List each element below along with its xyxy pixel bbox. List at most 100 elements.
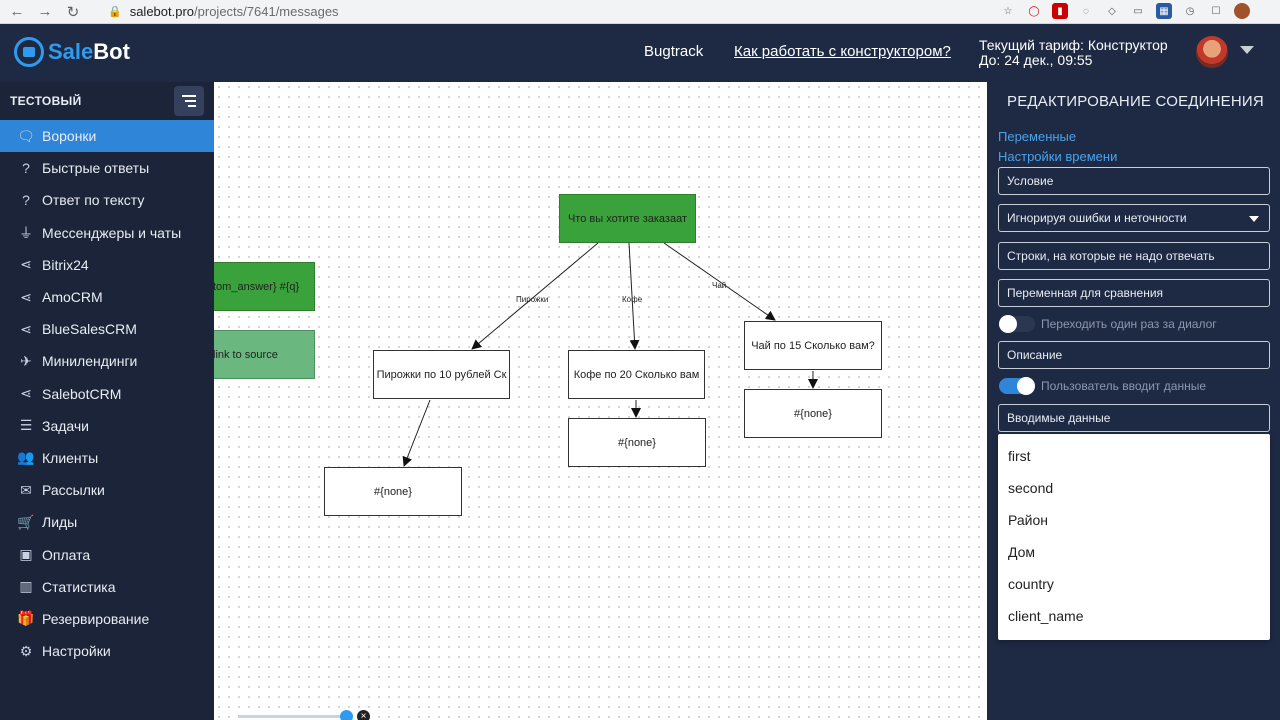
edge-coffee[interactable]	[628, 242, 640, 350]
zoom-slider-track[interactable]	[238, 715, 348, 718]
sidebar-item[interactable]: 👥Клиенты	[0, 442, 214, 474]
sidebar-item-label: Ответ по тексту	[42, 192, 145, 209]
node-none-pies[interactable]: #{none}	[324, 467, 462, 516]
dropdown-option[interactable]: second	[1008, 480, 1054, 496]
app-header: SaleBot Bugtrack Как работать с конструк…	[0, 24, 1280, 82]
node-root[interactable]: Что вы хотите заказаат	[559, 194, 696, 243]
sidebar-header: ТЕСТОВЫЙ	[0, 82, 214, 120]
sidebar-item[interactable]: ⋖SalebotCRM	[0, 378, 214, 410]
pdf-extension-icon[interactable]: ▮	[1052, 3, 1068, 19]
clock-extension-icon[interactable]: ◷	[1185, 5, 1195, 17]
sidebar-item[interactable]: ⋖ AmoCRM	[0, 281, 214, 313]
sidebar-toggle-button[interactable]	[174, 86, 204, 116]
description-field[interactable]: Описание	[998, 341, 1270, 369]
profile-extension-icon[interactable]	[1234, 3, 1250, 19]
share-icon: ⋖	[20, 288, 32, 305]
edge-label-coffee: Кофе	[622, 295, 643, 304]
chat-icon: 🗨	[17, 127, 35, 144]
sidebar-item[interactable]: ▣Оплата	[0, 538, 214, 570]
sidebar-item[interactable]: 🗨Воронки	[0, 120, 214, 153]
plug-icon: ⏚	[19, 224, 33, 241]
sidebar-item-label: SalebotCRM	[42, 385, 122, 402]
sidebar-item[interactable]: ⏚ Мессенджеры и чаты	[0, 217, 214, 249]
sidebar-item[interactable]: ? Ответ по тексту	[0, 184, 214, 216]
star-icon[interactable]: ☆	[1003, 5, 1013, 17]
node-coffee[interactable]: Кофе по 20 Сколько вам	[568, 350, 705, 399]
zoom-slider-handle[interactable]	[340, 710, 353, 720]
chevron-down-icon[interactable]	[1240, 46, 1254, 54]
sidebar-item[interactable]: ✉Рассылки	[0, 474, 214, 506]
address-bar[interactable]: 🔒 salebot.pro/projects/7641/messages	[108, 4, 339, 19]
close-icon[interactable]: ×	[357, 710, 370, 720]
url-host: salebot.pro	[129, 4, 195, 19]
node-link-source[interactable]: link to source	[214, 330, 315, 379]
user-input-label: Пользователь вводит данные	[1041, 379, 1206, 393]
sidebar-item-label: Клиенты	[42, 449, 99, 466]
question-icon: ?	[22, 192, 30, 209]
sidebar-item[interactable]: ⋖ BlueSalesCRM	[0, 313, 214, 345]
match-mode-select[interactable]: Игнорируя ошибки и неточности	[998, 204, 1270, 232]
user-input-toggle[interactable]	[999, 377, 1035, 395]
dropdown-option[interactable]: Район	[1008, 512, 1048, 528]
shield-extension-icon[interactable]: ◇	[1108, 5, 1116, 17]
plane-icon: ✈	[20, 352, 32, 369]
tariff-expiry: До: 24 дек., 09:55	[979, 52, 1093, 68]
wifi-extension-icon[interactable]: ◌	[1083, 5, 1089, 17]
node-tea[interactable]: Чай по 15 Сколько вам?	[744, 321, 882, 370]
condition-field[interactable]: Условие	[998, 167, 1270, 195]
avatar[interactable]	[1196, 36, 1228, 68]
back-icon[interactable]: ←	[9, 3, 25, 20]
edge-tea[interactable]	[663, 242, 776, 321]
sidebar-item[interactable]: ?Быстрые ответы	[0, 152, 214, 184]
edge-pies[interactable]	[471, 242, 599, 350]
opera-icon[interactable]: ◯	[1028, 5, 1040, 17]
question-icon: ?	[22, 160, 30, 177]
how-to-link[interactable]: Как работать с конструктором?	[734, 43, 951, 60]
ignore-lines-field[interactable]: Строки, на которые не надо отвечать	[998, 242, 1270, 270]
gift-icon: 🎁	[17, 610, 35, 627]
translate-extension-icon[interactable]: ▭	[1133, 5, 1143, 17]
once-per-dialog-toggle[interactable]	[999, 315, 1035, 333]
chart-icon: ▥	[19, 578, 33, 595]
dropdown-option[interactable]: Дом	[1008, 544, 1036, 560]
sidebar-item[interactable]: ⋖Bitrix24	[0, 249, 214, 281]
sidebar-item[interactable]: ☰Задачи	[0, 410, 214, 442]
share-icon: ⋖	[20, 320, 32, 337]
forward-icon[interactable]: →	[37, 3, 53, 20]
flow-canvas[interactable]: Пирожки Кофе Чай Что вы хотите заказаат …	[214, 82, 987, 720]
edge-pies-none[interactable]	[402, 399, 431, 467]
user-input-row: Пользователь вводит данные	[999, 377, 1206, 395]
time-settings-link[interactable]: Настройки времени	[998, 149, 1118, 164]
share-icon: ⋖	[20, 256, 32, 273]
checkbox-extension-icon[interactable]: ☐	[1211, 5, 1221, 17]
tariff-info: Текущий тариф: Конструктор До: 24 дек., …	[979, 38, 1168, 68]
sidebar-item-label: Задачи	[42, 417, 90, 434]
node-none-coffee[interactable]: #{none}	[568, 418, 706, 467]
reload-icon[interactable]: ↻	[66, 3, 80, 21]
extensions: ☆ ◯ ▮ ◌ ◇ ▭ ▦ ◷ ☐	[1000, 3, 1250, 19]
salebot-logo[interactable]: SaleBot	[14, 37, 130, 67]
node-pies[interactable]: Пирожки по 10 рублей Ск	[373, 350, 510, 399]
compare-variable-field[interactable]: Переменная для сравнения	[998, 279, 1270, 307]
dropdown-option[interactable]: client_name	[1008, 608, 1084, 624]
dropdown-option[interactable]: first	[1008, 448, 1031, 464]
sidebar-item-label: AmoCRM	[42, 289, 103, 306]
sidebar-item-label: Мессенджеры и чаты	[42, 224, 182, 241]
input-data-field[interactable]: Вводимые данные	[998, 404, 1270, 432]
sidebar-item-label: Оплата	[42, 546, 91, 563]
sidebar-item[interactable]: ⚙Настройки	[0, 635, 214, 667]
sidebar-item[interactable]: ✈Минилендинги	[0, 345, 214, 377]
variables-link[interactable]: Переменные	[998, 129, 1077, 144]
bugtrack-link[interactable]: Bugtrack	[644, 43, 704, 60]
sidebar-item-label: BlueSalesCRM	[42, 321, 137, 338]
robot-logo-icon	[14, 37, 44, 67]
sidebar-item[interactable]: 🎁Резервирование	[0, 603, 214, 635]
sidebar-item[interactable]: 🛒Лиды	[0, 506, 214, 538]
once-per-dialog-label: Переходить один раз за диалог	[1041, 317, 1217, 331]
node-none-tea[interactable]: #{none}	[744, 389, 882, 438]
sidebar-item[interactable]: ▥Статистика	[0, 571, 214, 603]
lock-icon: 🔒	[108, 6, 122, 18]
dropdown-option[interactable]: country	[1008, 576, 1054, 592]
bookmark-extension-icon[interactable]: ▦	[1156, 3, 1172, 19]
node-custom-answer[interactable]: tom_answer} #{q}	[214, 262, 315, 311]
